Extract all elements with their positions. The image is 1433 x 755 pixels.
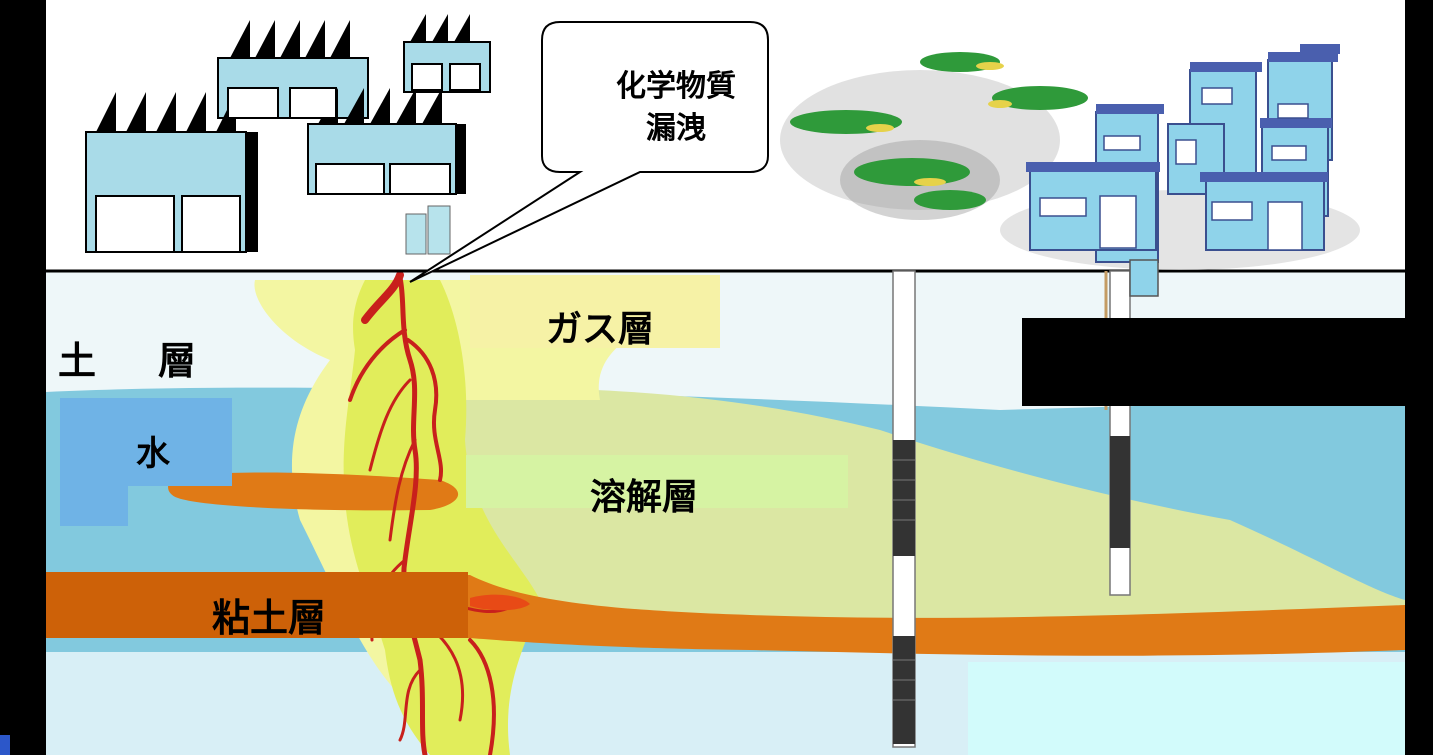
corner-mark (0, 735, 10, 755)
clay-layer-label: 粘土層 (212, 596, 327, 640)
forest (780, 52, 1088, 220)
callout-line-1: 化学物質 (616, 69, 736, 104)
callout-line-2: 漏洩 (646, 111, 706, 146)
dissolved-layer-label: 溶解層 (590, 477, 699, 518)
water-label: 水 (136, 434, 170, 474)
monitoring-well-1 (892, 270, 916, 748)
dissolved-label-background (466, 455, 848, 508)
callout-bubble (409, 21, 769, 283)
factory-buildings (85, 14, 491, 255)
deep-water-light (968, 662, 1405, 755)
redacted-label-box (1022, 318, 1410, 406)
gas-label-background (470, 275, 720, 348)
orange-lens (168, 472, 459, 511)
houses (1000, 44, 1360, 270)
water-label-background-lower (60, 474, 128, 526)
leak-veins (348, 271, 522, 755)
soil-label-char-1: 土 (58, 339, 97, 383)
leak-pool (470, 594, 530, 611)
left-frame (0, 0, 46, 755)
clay-label-background (46, 572, 468, 638)
gas-layer-label: ガス層 (546, 309, 655, 350)
soil-label-char-2: 層 (158, 339, 197, 383)
soil-layer-label: 土層 (58, 330, 196, 385)
water-label-background (60, 398, 232, 486)
leak-callout-text: 化学物質 漏洩 (588, 66, 764, 150)
